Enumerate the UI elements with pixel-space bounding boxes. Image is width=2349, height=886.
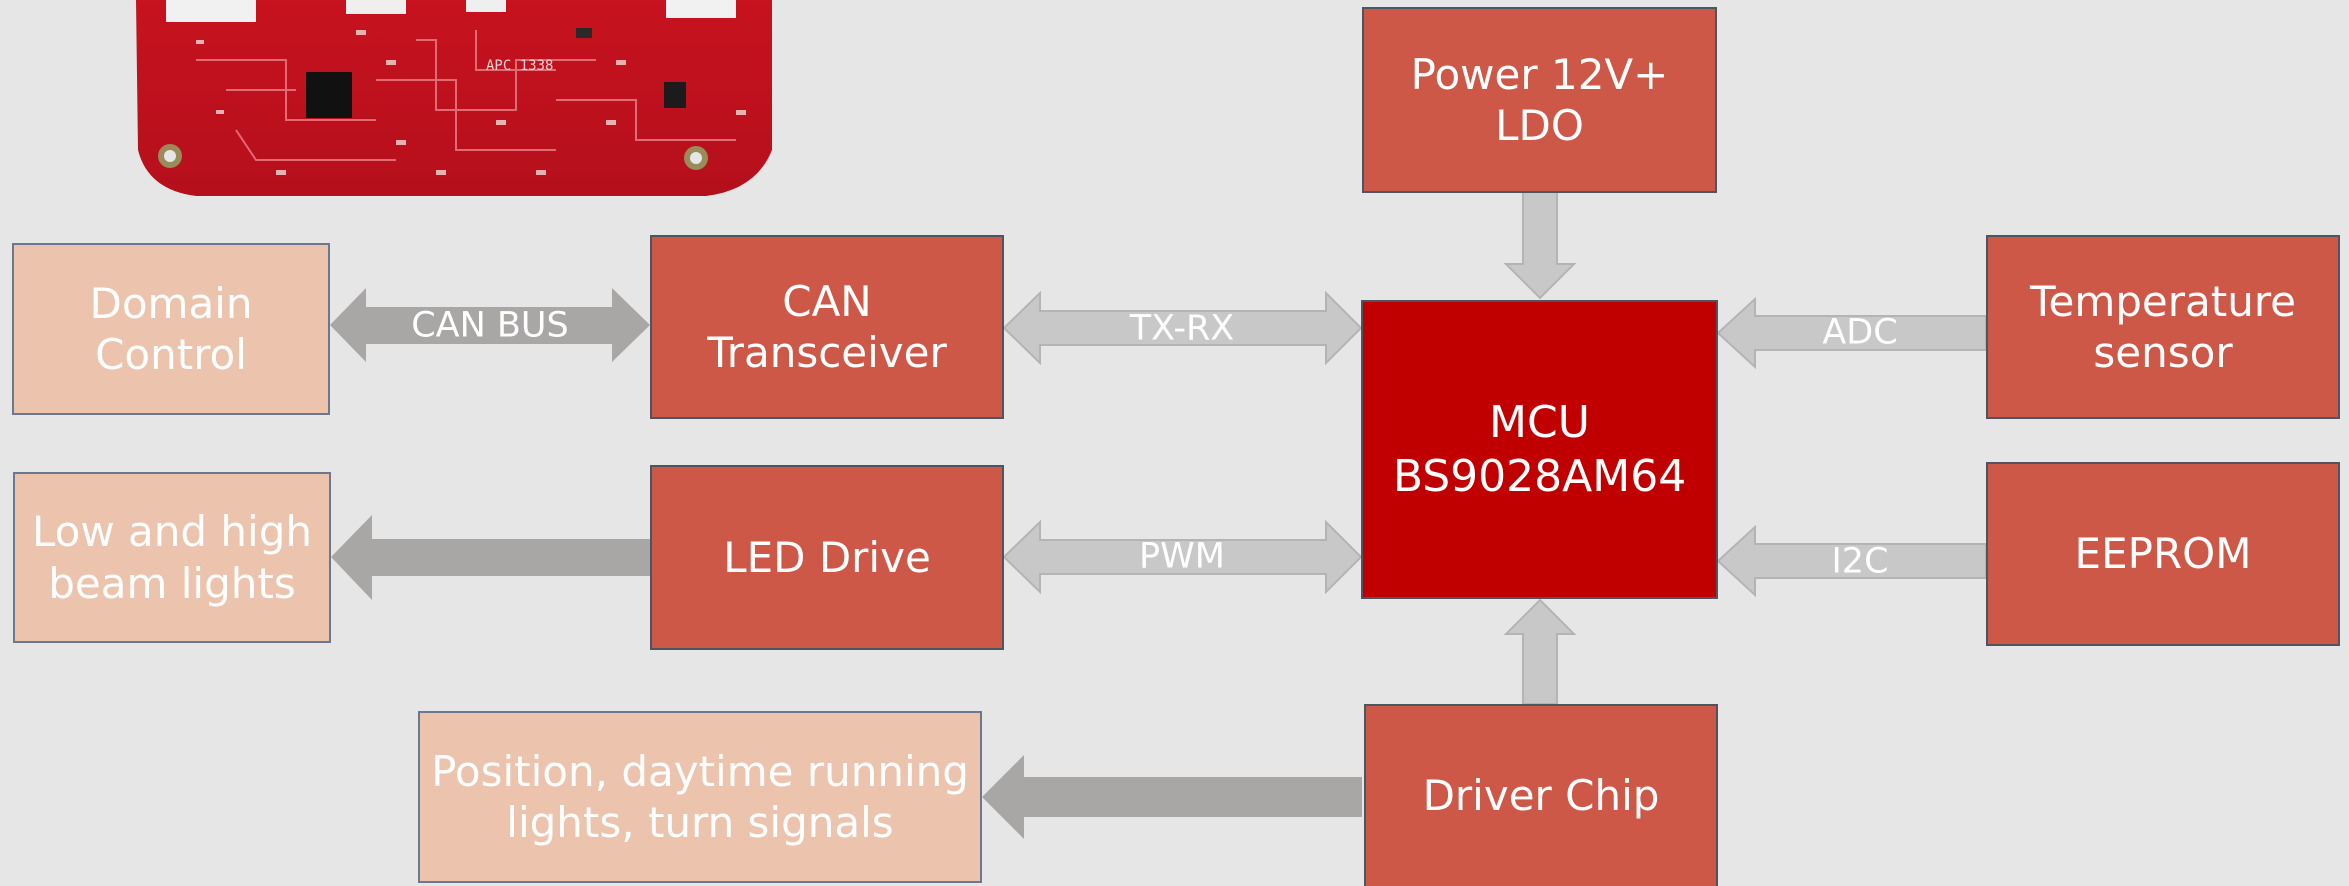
block-low-high-beam-line2: beam lights	[48, 558, 296, 608]
arrow-power-to-mcu	[1503, 191, 1577, 300]
block-can-transceiver: CAN Transceiver	[650, 235, 1004, 419]
arrow-led-to-beam	[331, 515, 650, 600]
block-led-drive-line1: LED Drive	[723, 532, 931, 582]
block-can-transceiver-line2: Transceiver	[707, 328, 947, 377]
block-low-high-beam: Low and high beam lights	[13, 472, 331, 643]
block-temperature-sensor: Temperature sensor	[1986, 235, 2340, 419]
block-temperature-sensor-line1: Temperature	[2029, 276, 2297, 326]
block-position-lights-line1: Position, daytime running	[431, 746, 969, 796]
block-led-drive: LED Drive	[650, 465, 1004, 650]
block-domain-control: Domain Control	[12, 243, 330, 415]
block-eeprom: EEPROM	[1986, 462, 2340, 646]
block-driver-chip-line1: Driver Chip	[1422, 771, 1660, 821]
block-mcu: MCU BS9028AM64	[1361, 300, 1718, 599]
label-pwm: PWM	[1139, 536, 1225, 577]
pcb-marking: APC 1338	[486, 58, 553, 74]
block-domain-control-line1: Domain	[89, 278, 253, 328]
block-can-transceiver-line1: CAN	[782, 276, 872, 326]
block-temperature-sensor-line2: sensor	[2093, 328, 2233, 377]
arrow-driver-to-mcu	[1503, 598, 1577, 705]
block-mcu-line2: BS9028AM64	[1392, 450, 1687, 502]
block-mcu-line1: MCU	[1489, 396, 1590, 448]
block-domain-control-line2: Control	[95, 330, 247, 379]
label-tx-rx: TX-RX	[1129, 308, 1235, 349]
block-position-lights-line2: lights, turn signals	[506, 798, 894, 847]
block-low-high-beam-line1: Low and high	[32, 507, 312, 557]
block-power: Power 12V+ LDO	[1362, 7, 1717, 193]
block-driver-chip: Driver Chip	[1364, 704, 1718, 886]
block-power-line1: Power 12V+	[1410, 49, 1669, 99]
block-power-line2: LDO	[1495, 101, 1584, 150]
block-eeprom-line1: EEPROM	[2074, 529, 2252, 579]
block-position-lights: Position, daytime running lights, turn s…	[418, 711, 982, 883]
label-can-bus: CAN BUS	[411, 305, 569, 346]
pcb-board-photo: APC 1338	[136, 0, 772, 196]
arrow-driver-to-position	[982, 755, 1362, 839]
arrow-can-bus	[330, 288, 650, 362]
label-i2c: I2C	[1831, 541, 1889, 582]
label-adc: ADC	[1822, 312, 1898, 353]
